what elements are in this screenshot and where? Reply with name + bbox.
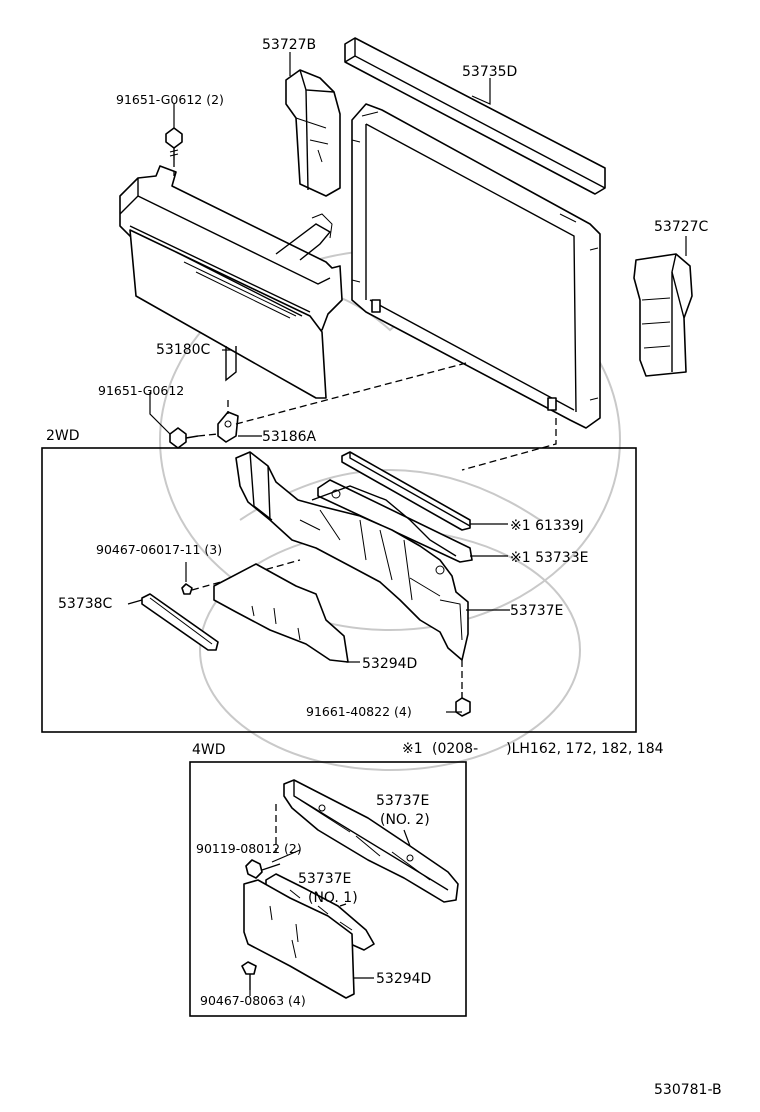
label-53180C: 53180C — [156, 342, 211, 358]
label-90467-08063: 90467-08063 (4) — [200, 993, 306, 1008]
bracket-53186A[interactable] — [217, 411, 239, 443]
strip-61339J[interactable] — [341, 451, 471, 531]
note-mark: ※1 — [402, 741, 423, 757]
alignment-line-4 — [235, 361, 471, 425]
label-91651-G0612: 91651-G0612 — [98, 383, 184, 398]
label-53294D: 53294D — [362, 656, 417, 672]
support-53737E-no2[interactable] — [283, 779, 459, 903]
label-53294D-4wd: 53294D — [376, 971, 431, 987]
label-53738C: 53738C — [58, 596, 113, 612]
section-4wd-label: 4WD — [192, 742, 226, 758]
label-53735D: 53735D — [462, 64, 517, 80]
label-53727C: 53727C — [654, 219, 709, 235]
shroud-53180C[interactable] — [119, 165, 343, 399]
section-2wd-box — [41, 447, 637, 733]
side-seal-53727C[interactable] — [633, 253, 693, 377]
bolt-91651-G0612-lower[interactable] — [169, 427, 199, 449]
label-90119-08012: 90119-08012 (2) — [196, 841, 302, 856]
section-4wd-box — [189, 761, 467, 1017]
bolt-91661-40822[interactable] — [455, 660, 471, 717]
bolt-90119-08012[interactable] — [245, 804, 281, 879]
side-seal-53727B[interactable] — [285, 69, 341, 197]
label-no2: (NO. 2) — [380, 812, 430, 828]
support-53737E[interactable] — [235, 451, 469, 661]
label-91651-G0612-2: 91651-G0612 (2) — [116, 92, 224, 107]
label-91661-40822: 91661-40822 (4) — [306, 704, 412, 719]
alignment-line-5 — [461, 418, 557, 471]
label-53737E: 53737E — [510, 603, 563, 619]
label-53186A: 53186A — [262, 429, 317, 445]
seal-bar-53735D[interactable] — [344, 37, 606, 195]
diagram-code: 530781-B — [654, 1082, 722, 1098]
section-2wd-label: 2WD — [46, 428, 80, 444]
label-53733E: ※1 53733E — [510, 550, 588, 566]
cover-53294D[interactable] — [213, 563, 349, 663]
label-53737E-no2: 53737E — [376, 793, 429, 809]
label-61339J: ※1 61339J — [510, 518, 584, 534]
label-no1: (NO. 1) — [308, 890, 358, 906]
leader-lines — [127, 52, 687, 996]
label-53737E-no1: 53737E — [298, 871, 351, 887]
clip-90467-08063[interactable] — [241, 961, 257, 990]
note-text: (0208- )LH162, 172, 182, 184 — [432, 741, 664, 757]
bolt-91651-G0612-top[interactable] — [165, 127, 183, 160]
strip-53738C[interactable] — [141, 593, 219, 651]
cover-53294D-4wd[interactable] — [243, 879, 355, 999]
label-53727B: 53727B — [262, 37, 316, 53]
radiator-core[interactable] — [351, 103, 601, 429]
alignment-line-3 — [197, 433, 219, 437]
label-90467-06017-11: 90467-06017-11 (3) — [96, 542, 222, 557]
